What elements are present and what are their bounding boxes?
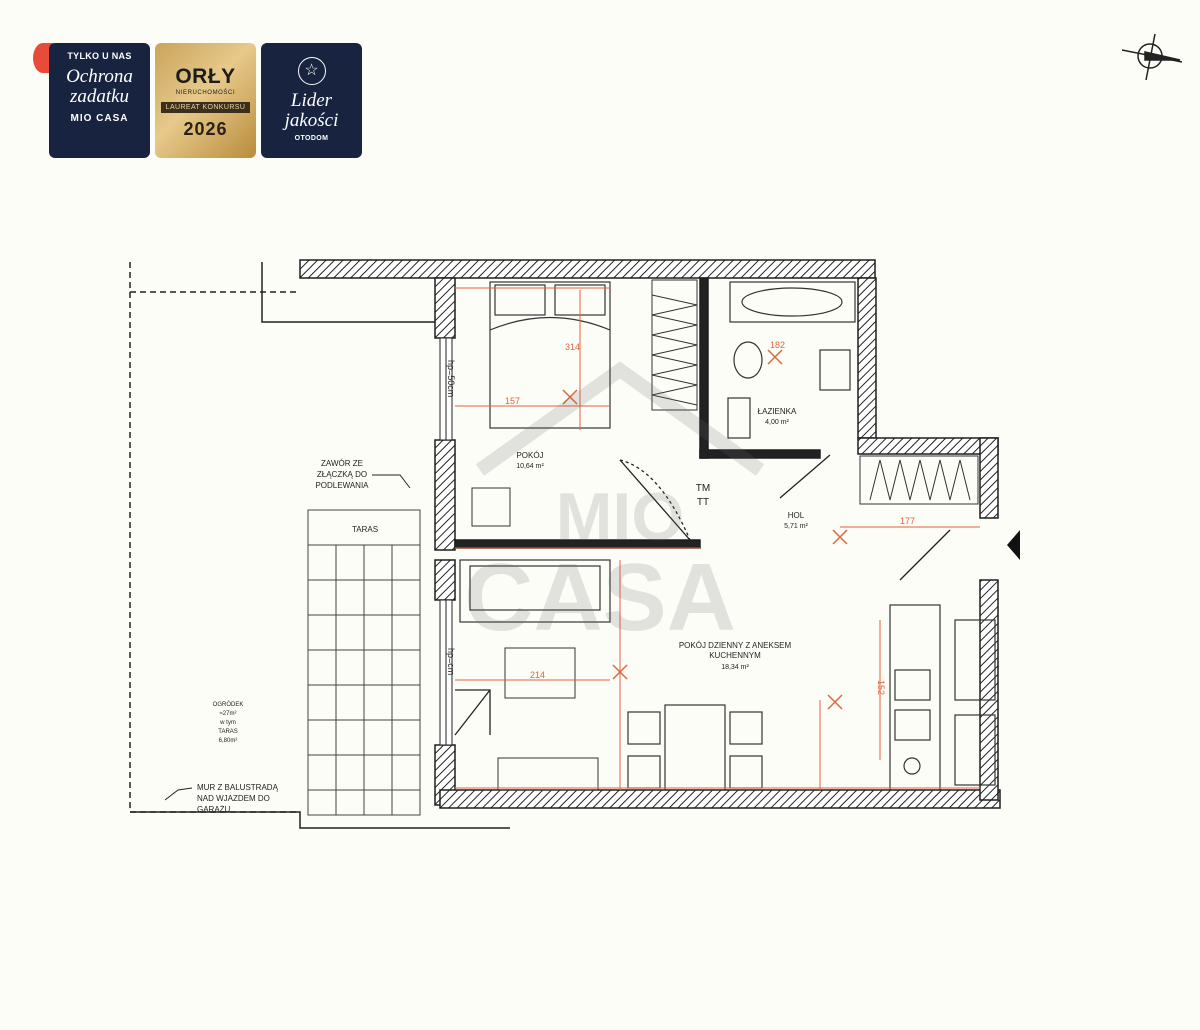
electrical-marks [562, 349, 848, 710]
compass-icon [1121, 33, 1183, 81]
windows [439, 337, 453, 746]
orly-laureat: LAUREAT KONKURSU [161, 102, 250, 113]
watermark-line2: CASA [464, 544, 736, 651]
dim-314: 314 [565, 342, 580, 352]
badge-title: Ochrona zadatku [49, 67, 150, 107]
zawor-line2: ZŁĄCZKĄ DO [317, 470, 367, 479]
chair [471, 487, 511, 527]
orly-sub: NIERUCHOMOŚCI [175, 90, 236, 96]
mur-line1: MUR Z BALUSTRADĄ [197, 783, 279, 792]
lider-title-line1: Lider [290, 90, 333, 111]
badge-top-text: TYLKO U NAS [67, 51, 132, 61]
dim-157: 157 [505, 396, 520, 406]
badge-title-line1: Ochrona [66, 66, 133, 87]
label-tm: TM [696, 483, 710, 494]
dim-152: 152 [876, 680, 886, 695]
room-hol-area: 5,71 m² [784, 523, 808, 530]
lider-title-line2: jakości [284, 110, 339, 131]
kitchen [889, 604, 996, 791]
terrace [307, 509, 421, 816]
star-icon: ☆ [297, 57, 326, 85]
ochrona-zadatku-badge: TYLKO U NAS Ochrona zadatku MIO CASA [49, 43, 150, 158]
tv-unit [497, 757, 599, 791]
room-dzienny-area: 18,34 m² [721, 664, 749, 671]
dim-214: 214 [530, 670, 545, 680]
lider-jakosci-badge: ☆ Lider jakości OTODOM [261, 43, 362, 158]
orly-title: ORŁY [175, 65, 236, 88]
mur-line2: NAD WJAZDEM DO [197, 794, 270, 803]
orly-year: 2026 [183, 119, 228, 139]
ogrodek-area: ≈27m² [220, 711, 237, 717]
badge-title-line2: zadatku [69, 86, 130, 107]
ogrodek-name: OGRÓDEK [213, 701, 244, 708]
leader-lines [164, 474, 411, 801]
room-dzienny-name2: KUCHENNYM [709, 651, 761, 660]
partial-logo [33, 43, 53, 73]
wardrobe [651, 279, 979, 505]
zawor-line1: ZAWÓR ZE [321, 459, 363, 468]
watermark-line1: MIO [556, 479, 684, 555]
coffee-table [504, 647, 576, 699]
room-taras-name: TARAS [352, 525, 378, 534]
bed [489, 281, 611, 429]
ogrodek-note2: TARAS [218, 729, 238, 735]
sofa [459, 559, 611, 623]
room-lazienka-area: 4,00 m² [765, 419, 789, 426]
room-pokoj-name: POKÓJ [516, 451, 543, 460]
garden-boundary [129, 262, 510, 829]
room-lazienka-name: ŁAZIENKA [758, 407, 797, 416]
zawor-line3: PODLEWANIA [315, 481, 369, 490]
room-dzienny-name1: POKÓJ DZIENNY Z ANEKSEM [679, 641, 792, 650]
label-hp-living: hp=cm [446, 648, 456, 675]
bathroom-fixtures [727, 281, 856, 439]
label-tt: TT [697, 497, 709, 508]
dimension-lines [455, 287, 980, 790]
mio-casa-logo: MIO CASA [70, 113, 129, 124]
room-pokoj-area: 10,64 m² [516, 463, 544, 470]
watermark: MIO CASA [464, 361, 765, 651]
ogrodek-note1: w tym [219, 720, 236, 726]
lider-sub: OTODOM [294, 135, 329, 142]
dining-table [627, 704, 763, 791]
entrance-arrow-icon [1007, 530, 1020, 560]
room-hol-name: HOL [788, 511, 805, 520]
mur-line3: GARAŻU [197, 805, 231, 814]
ogrodek-note3: 6,80m² [219, 738, 238, 744]
dim-182: 182 [770, 340, 785, 350]
orly-badge: ORŁY NIERUCHOMOŚCI LAUREAT KONKURSU 2026 [155, 43, 256, 158]
lider-title: Lider jakości [261, 91, 362, 131]
label-hp-bedroom: hp=50cm [446, 360, 456, 397]
doors [454, 454, 951, 736]
walls [299, 259, 1001, 809]
dim-177: 177 [900, 516, 915, 526]
